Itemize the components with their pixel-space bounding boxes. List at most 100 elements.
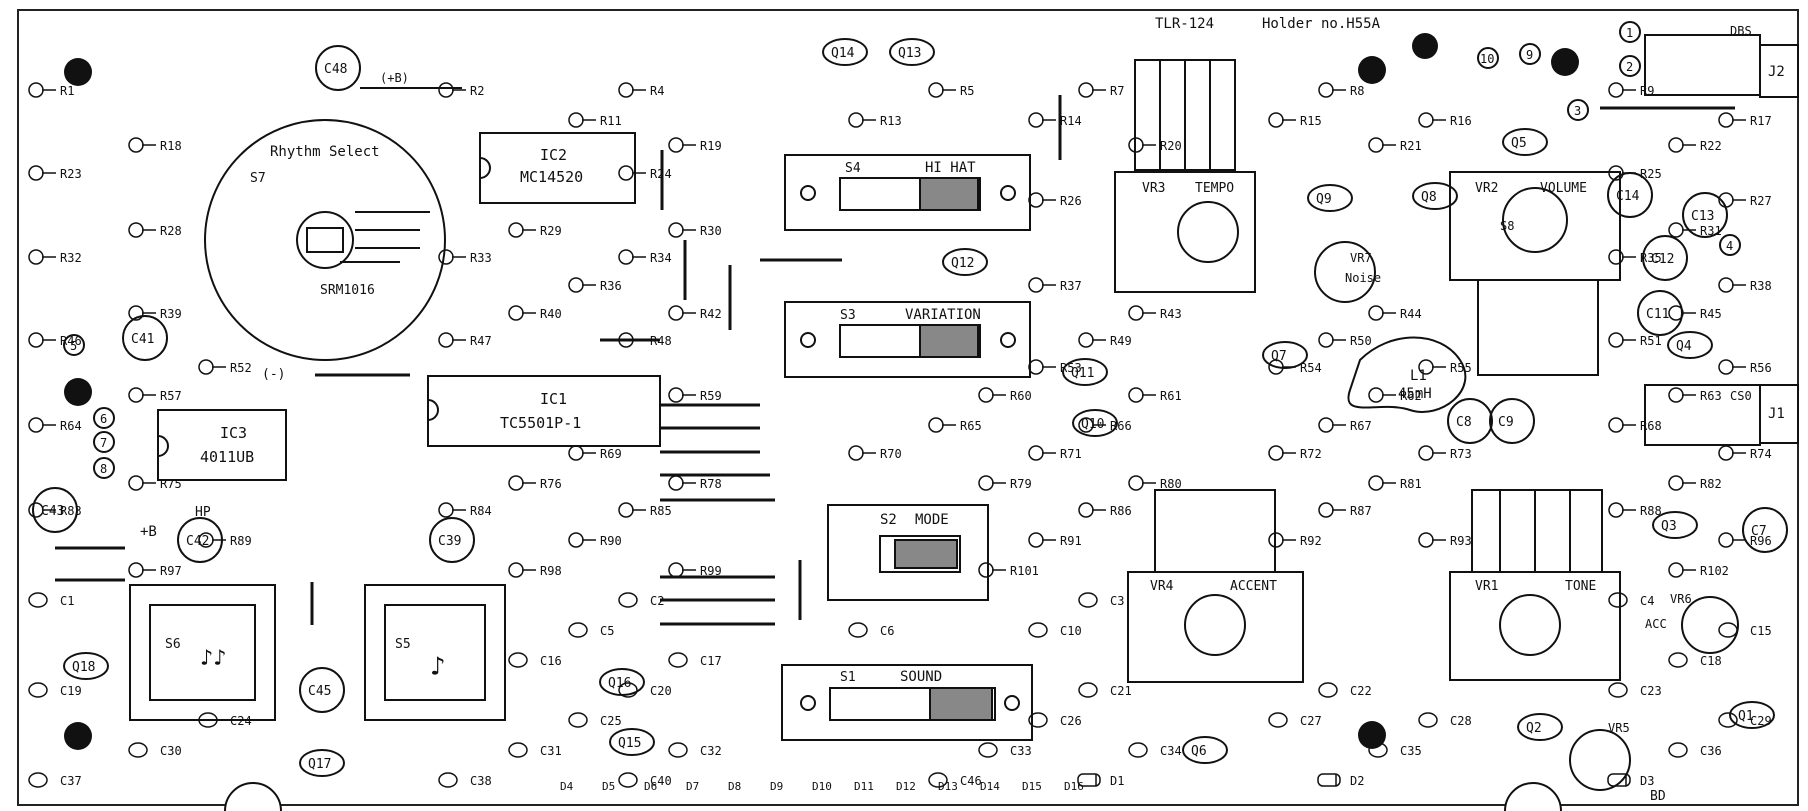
svg-text:R42: R42: [700, 307, 722, 321]
svg-text:Q17: Q17: [308, 757, 331, 772]
svg-text:C18: C18: [1700, 654, 1722, 668]
ic2-name: IC2: [540, 146, 567, 164]
label-d8: D8: [728, 780, 741, 793]
label-r87: R87: [1318, 502, 1372, 518]
svg-text:R76: R76: [540, 477, 562, 491]
label-r50: R50: [1318, 332, 1372, 348]
svg-text:C24: C24: [230, 714, 252, 728]
svg-text:R24: R24: [650, 167, 672, 181]
svg-text:R32: R32: [60, 251, 82, 265]
s4-id: S4: [845, 161, 861, 176]
svg-text:R19: R19: [700, 139, 722, 153]
vr7-label: Noise: [1345, 271, 1381, 285]
svg-text:C15: C15: [1750, 624, 1772, 638]
label-r34: R34: [618, 249, 672, 265]
label-r72: R72: [1268, 445, 1322, 461]
svg-text:1: 1: [1626, 26, 1633, 40]
ic1-part: TC5501P-1: [500, 414, 581, 432]
label-r79: R79: [978, 475, 1032, 491]
svg-text:R53: R53: [1060, 361, 1082, 375]
svg-text:R61: R61: [1160, 389, 1182, 403]
label-d7: D7: [686, 780, 699, 793]
ic3-part: 4011UB: [200, 448, 254, 466]
svg-text:C17: C17: [700, 654, 722, 668]
svg-text:D7: D7: [686, 780, 699, 793]
label-r45: R45: [1668, 305, 1722, 321]
label-r93: R93: [1418, 532, 1472, 548]
svg-text:R85: R85: [650, 504, 672, 518]
svg-text:D15: D15: [1022, 780, 1042, 793]
svg-text:R26: R26: [1060, 194, 1082, 208]
label-c2: C2: [618, 592, 664, 608]
svg-text:♪: ♪: [430, 652, 446, 682]
label-c6: C6: [848, 622, 894, 638]
label-r97: R97: [128, 562, 182, 578]
svg-text:R60: R60: [1010, 389, 1032, 403]
label-r90: R90: [568, 532, 622, 548]
accent-pot: VR4 ACCENT: [1127, 489, 1304, 683]
svg-text:2: 2: [1626, 60, 1633, 74]
svg-text:C42: C42: [186, 534, 209, 549]
svg-text:C9: C9: [1498, 415, 1514, 430]
label-c22: C22: [1318, 682, 1372, 698]
dbs-label: DBS: [1730, 24, 1752, 38]
svg-text:Q1: Q1: [1738, 709, 1754, 724]
svg-text:5: 5: [70, 339, 77, 353]
label-r26: R26: [1028, 192, 1082, 208]
svg-text:C37: C37: [60, 774, 82, 788]
svg-text:9: 9: [1526, 48, 1533, 62]
svg-text:R96: R96: [1750, 534, 1772, 548]
svg-text:D13: D13: [938, 780, 958, 793]
vr5-id: VR5: [1608, 721, 1630, 735]
svg-text:R79: R79: [1010, 477, 1032, 491]
svg-text:C36: C36: [1700, 744, 1722, 758]
tempo-pot: VR3 TEMPO: [1114, 59, 1256, 293]
svg-text:R68: R68: [1640, 419, 1662, 433]
svg-text:C5: C5: [600, 624, 614, 638]
j1-label: J1: [1768, 406, 1785, 422]
svg-text:Q11: Q11: [1071, 366, 1094, 381]
transistor-q18: Q18: [63, 652, 109, 680]
svg-text:C35: C35: [1400, 744, 1422, 758]
svg-text:R64: R64: [60, 419, 82, 433]
plus-b-top-label: (+B): [380, 71, 409, 85]
svg-text:R73: R73: [1450, 447, 1472, 461]
transistor-group: Q1Q2Q3Q4Q5Q6Q7Q8Q9Q10Q11Q12Q13Q14Q15Q16Q…: [63, 38, 1775, 777]
capacitor-c41: C41: [122, 315, 168, 361]
svg-text:R34: R34: [650, 251, 672, 265]
svg-text:C43: C43: [41, 504, 64, 519]
svg-text:Q12: Q12: [951, 256, 974, 271]
label-r18: R18: [128, 137, 182, 153]
pad-10: 10: [1477, 47, 1499, 69]
svg-text:R23: R23: [60, 167, 82, 181]
label-c15: C15: [1718, 622, 1772, 638]
svg-text:R80: R80: [1160, 477, 1182, 491]
vr7-id: VR7: [1350, 251, 1372, 265]
svg-text:C12: C12: [1651, 252, 1674, 267]
label-r99: R99: [668, 562, 722, 578]
ic3-name: IC3: [220, 424, 247, 442]
s1-label: SOUND: [900, 669, 942, 685]
label-c37: C37: [28, 772, 82, 788]
svg-text:R71: R71: [1060, 447, 1082, 461]
svg-text:Q4: Q4: [1676, 339, 1692, 354]
label-r84: R84: [438, 502, 492, 518]
label-r38: R38: [1718, 277, 1772, 293]
s3-label: VARIATION: [905, 307, 981, 323]
capacitor-c39: C39: [429, 517, 475, 563]
svg-text:R18: R18: [160, 139, 182, 153]
label-r19: R19: [668, 137, 722, 153]
volume-pot: VR2 VOLUME S8: [1449, 171, 1621, 376]
svg-text:R63: R63: [1700, 389, 1722, 403]
j2-label: J2: [1768, 64, 1785, 80]
vr4-id: VR4: [1150, 579, 1174, 594]
svg-text:R86: R86: [1110, 504, 1132, 518]
label-r55: R55: [1418, 359, 1472, 375]
label-r92: R92: [1268, 532, 1322, 548]
svg-text:C30: C30: [160, 744, 182, 758]
svg-text:♪♪: ♪♪: [200, 646, 227, 671]
label-r73: R73: [1418, 445, 1472, 461]
pad-9: 9: [1519, 43, 1541, 65]
